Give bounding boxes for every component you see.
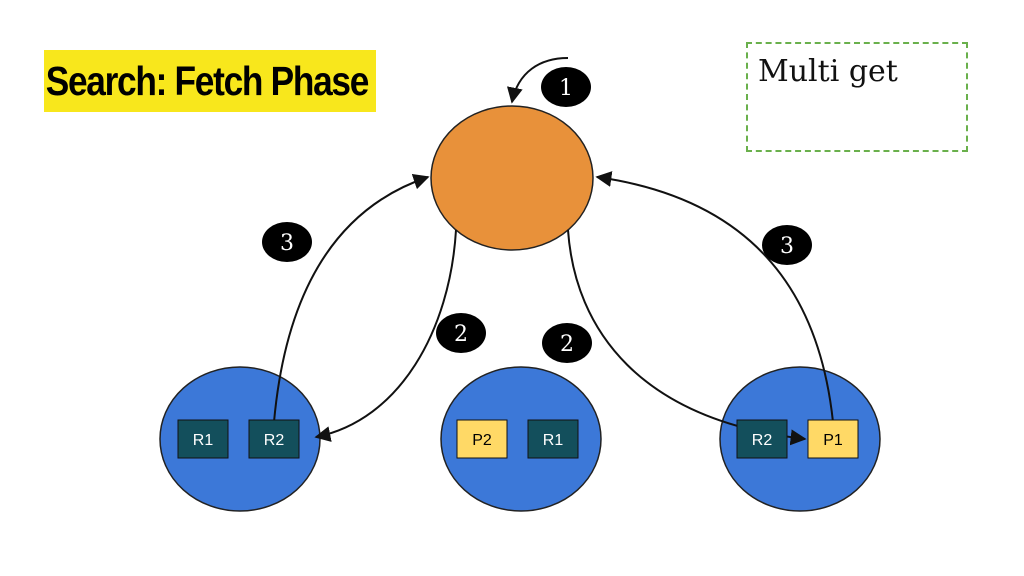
coordinator-node [430,105,594,251]
step-number: 2 [454,322,468,347]
shard-label: P2 [472,432,492,449]
shard-label: P1 [823,432,843,449]
shard-label: R2 [752,432,773,449]
shard-label: R2 [264,432,285,449]
shard-left-2: R2 [248,419,300,459]
title-banner: Search: Fetch Phase [44,50,376,112]
step-badge-3-left: 3 [262,222,312,262]
step-number: 1 [559,76,573,101]
arrow-step3-left [273,174,430,423]
shard-right-1: R2 [736,419,788,459]
step-badge-2-left: 2 [436,313,486,353]
step-number: 2 [560,332,574,357]
shard-label: R1 [543,432,564,449]
note-box: Multi get [746,42,968,152]
data-node-middle [440,366,602,512]
arrow-step2-left [314,229,457,442]
arrow-step3-right [595,171,834,423]
page-title: Search: Fetch Phase [45,57,370,104]
step-badge-1: 1 [541,67,591,107]
arrow-step1 [506,57,569,104]
shard-label: R1 [193,432,214,449]
shard-middle-1: P2 [456,419,508,459]
note-text: Multi get [758,54,898,89]
step-badge-2-middle: 2 [542,323,592,363]
shard-left-1: R1 [177,419,229,459]
step-number: 3 [280,231,294,256]
shard-middle-2: R1 [527,419,579,459]
step-badge-3-right: 3 [762,225,812,265]
step-number: 3 [780,234,794,259]
shard-right-2: P1 [807,419,859,459]
